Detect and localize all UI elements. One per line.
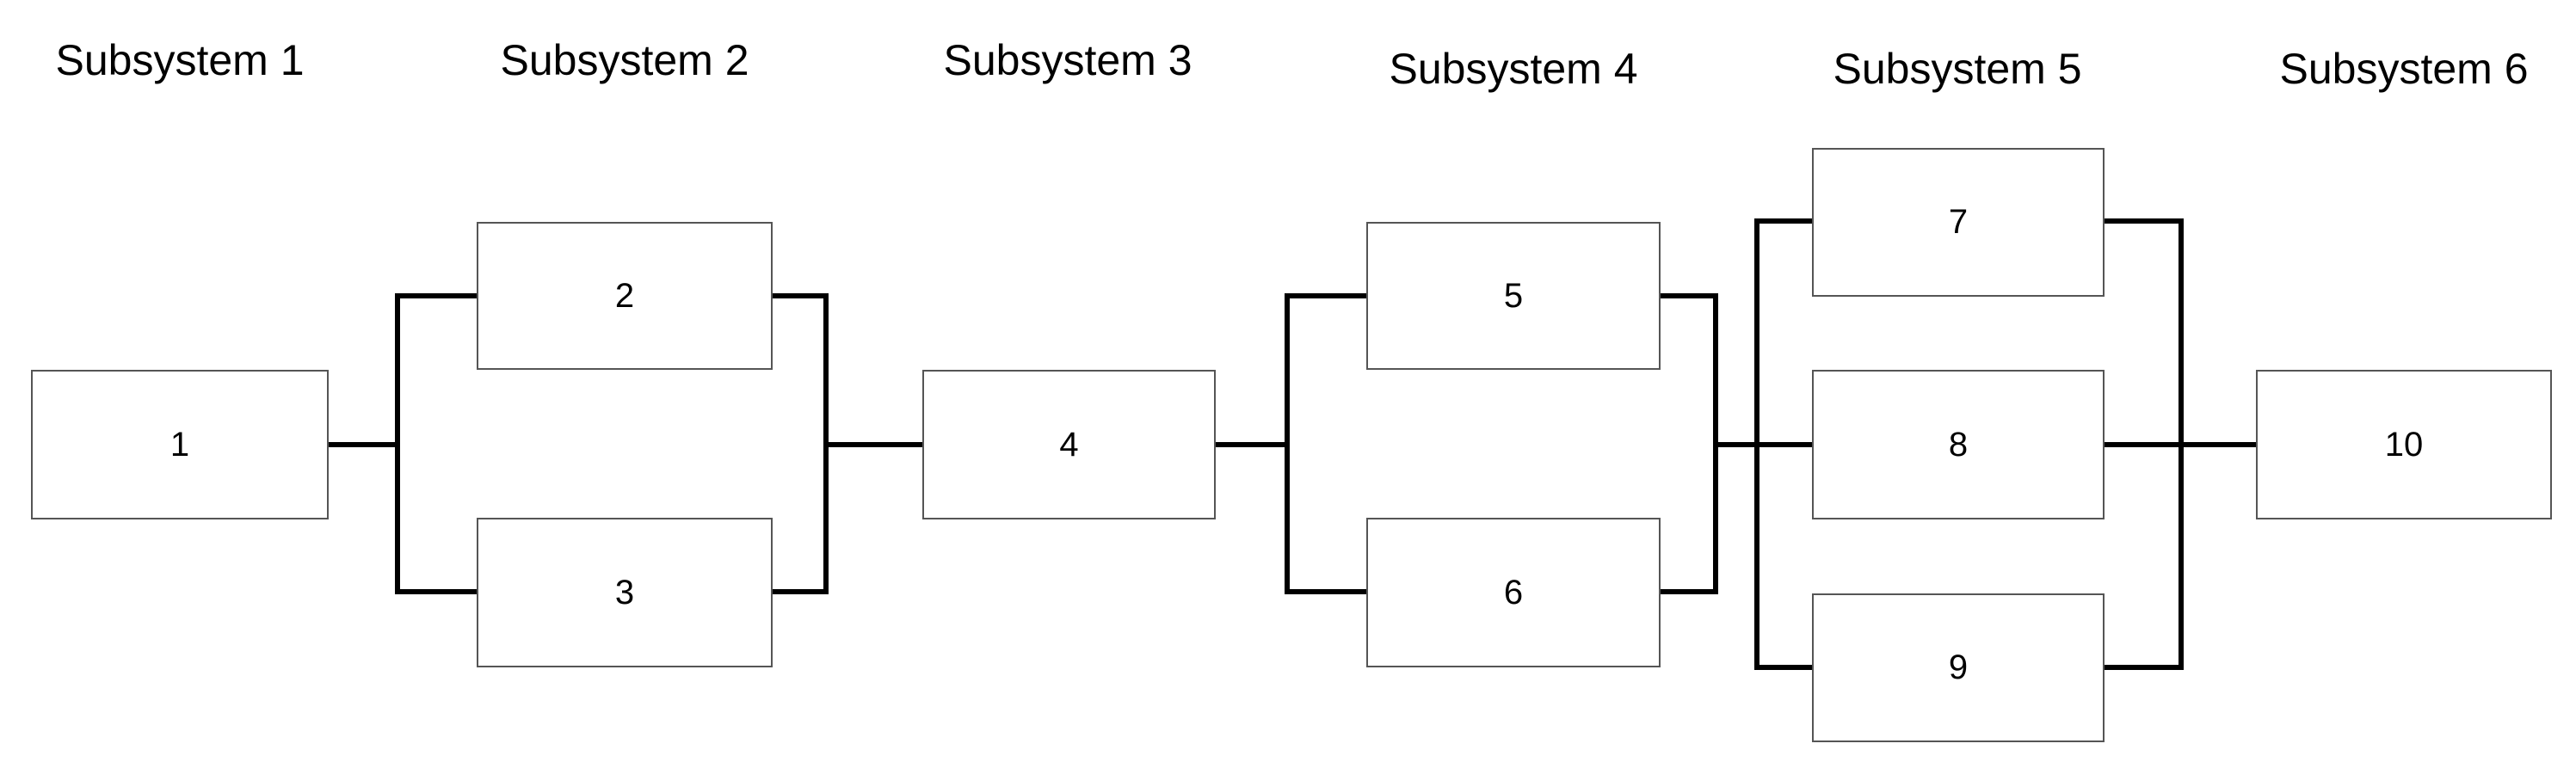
subsystem-label-5: Subsystem 5 <box>1833 45 2082 93</box>
block-1: 1 <box>31 370 329 519</box>
subsystem-label-4: Subsystem 4 <box>1389 45 1638 93</box>
subsystem-label-3: Subsystem 3 <box>943 36 1192 84</box>
block-4-label: 4 <box>1059 425 1079 464</box>
block-8: 8 <box>1812 370 2105 519</box>
block-9: 9 <box>1812 593 2105 742</box>
block-7-label: 7 <box>1948 203 1969 241</box>
block-8-label: 8 <box>1948 425 1969 464</box>
block-2-label: 2 <box>614 276 635 315</box>
subsystem-label-1: Subsystem 1 <box>55 36 305 84</box>
block-6-label: 6 <box>1503 573 1524 611</box>
block-3-label: 3 <box>614 573 635 611</box>
block-10: 10 <box>2256 370 2552 519</box>
block-5: 5 <box>1366 222 1661 370</box>
block-4: 4 <box>922 370 1216 519</box>
block-3: 3 <box>477 518 773 667</box>
subsystem-label-6: Subsystem 6 <box>2279 45 2529 93</box>
block-6: 6 <box>1366 518 1661 667</box>
block-7: 7 <box>1812 148 2105 297</box>
block-10-label: 10 <box>2384 425 2424 464</box>
block-2: 2 <box>477 222 773 370</box>
block-1-label: 1 <box>169 425 190 464</box>
block-5-label: 5 <box>1503 276 1524 315</box>
block-9-label: 9 <box>1948 648 1969 686</box>
subsystem-label-2: Subsystem 2 <box>500 36 749 84</box>
